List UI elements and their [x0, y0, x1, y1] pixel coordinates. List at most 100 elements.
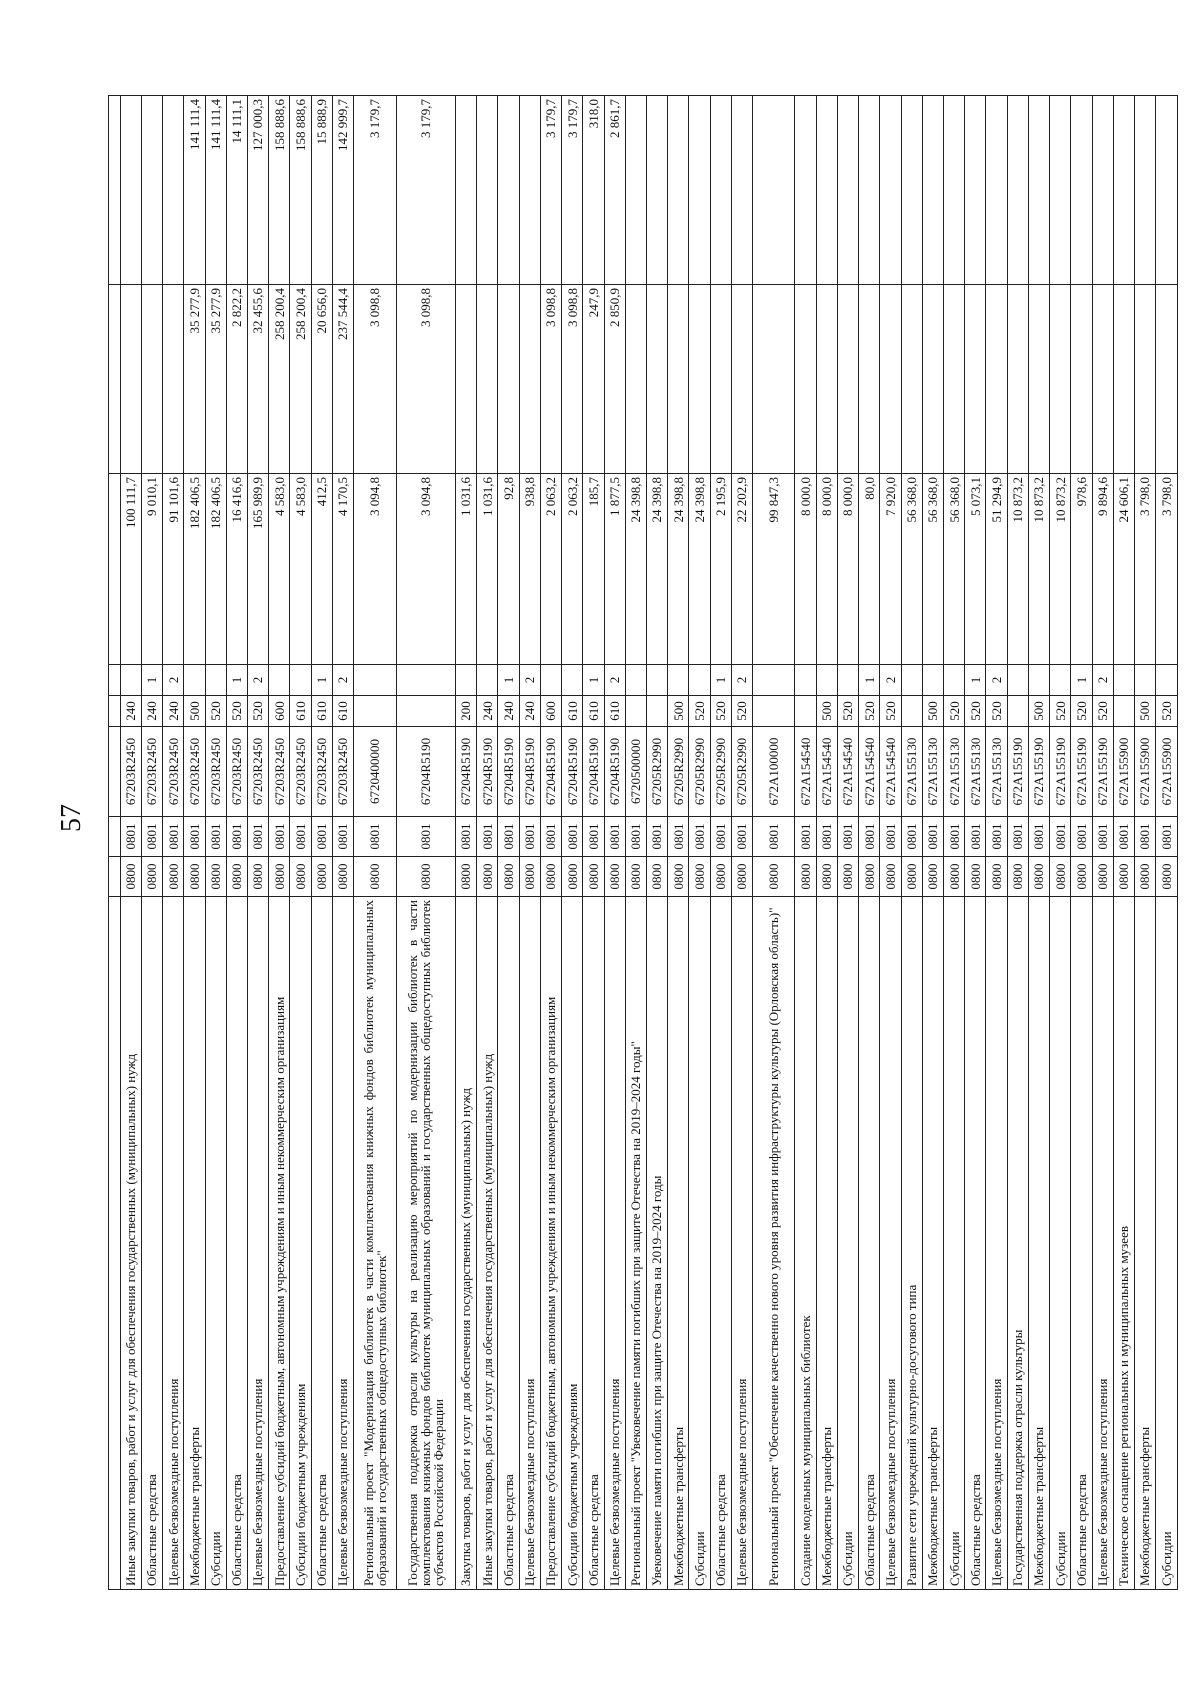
- row-name: Субсидии бюджетным учреждениям: [289, 896, 312, 1590]
- row-name: Предоставление субсидий бюджетным, автон…: [268, 896, 290, 1590]
- amount-year-3: [731, 95, 753, 285]
- funding-source-code: 2: [162, 664, 184, 696]
- funding-source-code: 1: [226, 664, 248, 696]
- amount-year-1: 99 847,3: [752, 473, 795, 665]
- amount-year-2: [646, 284, 668, 474]
- amount-year-1: 24 398,8: [688, 473, 711, 665]
- funding-source-code: [688, 664, 711, 696]
- amount-year-1: 10 873,2: [1049, 473, 1071, 665]
- target-article-code: 67204R5190: [540, 726, 562, 817]
- target-article-code: 672A155130: [943, 726, 965, 817]
- amount-year-3: [646, 95, 668, 285]
- funding-source-code: [794, 664, 817, 696]
- subsection-code: 0801: [646, 816, 668, 857]
- target-article-code: 67203R2450: [311, 726, 333, 817]
- expense-type-code: 520: [688, 695, 711, 727]
- amount-year-1: 8 000,0: [816, 473, 838, 665]
- amount-year-2: 3 098,8: [353, 284, 397, 474]
- table-header-row: [108, 95, 121, 1590]
- table-row: Иные закупки товаров, работ и услуг для …: [476, 95, 498, 1590]
- subsection-code: 0801: [943, 816, 965, 857]
- funding-source-code: [1028, 664, 1050, 696]
- amount-year-2: 258 200,4: [268, 284, 290, 474]
- amount-year-1: 2 063,2: [540, 473, 562, 665]
- amount-year-2: 2 850,9: [604, 284, 626, 474]
- section-code: 0800: [816, 856, 838, 897]
- row-name: Целевые безвозмездные поступления: [731, 896, 753, 1590]
- section-code: 0800: [1134, 856, 1156, 897]
- amount-year-1: 56 368,0: [943, 473, 965, 665]
- amount-year-1: 3 094,8: [396, 473, 456, 665]
- section-code: 0800: [964, 856, 986, 897]
- expense-type-code: [625, 695, 647, 727]
- section-code: 0800: [1070, 856, 1093, 897]
- row-name: Техническое оснащение региональных и мун…: [1113, 896, 1135, 1590]
- expense-type-code: 520: [205, 695, 227, 727]
- amount-year-1: 91 101,6: [162, 473, 184, 665]
- amount-year-1: 1 877,5: [604, 473, 626, 665]
- amount-year-3: [455, 95, 477, 285]
- header-cell: [108, 664, 121, 696]
- table-row: Развитие сети учреждений культурно-досуг…: [901, 95, 923, 1590]
- subsection-code: 0801: [289, 816, 312, 857]
- row-name: Региональный проект "Увековечение памяти…: [625, 896, 647, 1590]
- subsection-code: 0801: [816, 816, 838, 857]
- header-cell: [108, 695, 121, 727]
- target-article-code: 672A155900: [1113, 726, 1135, 817]
- funding-source-code: 2: [332, 664, 354, 696]
- section-code: 0800: [455, 856, 477, 897]
- section-code: 0800: [1007, 856, 1029, 897]
- subsection-code: 0801: [396, 816, 456, 857]
- funding-source-code: [646, 664, 668, 696]
- amount-year-3: 158 888,6: [289, 95, 312, 285]
- expense-type-code: 500: [183, 695, 206, 727]
- expense-type-code: 520: [879, 695, 902, 727]
- expense-type-code: 520: [837, 695, 859, 727]
- amount-year-2: [1155, 284, 1178, 474]
- target-article-code: 67203R2450: [183, 726, 206, 817]
- amount-year-1: 3 798,0: [1134, 473, 1156, 665]
- section-code: 0800: [794, 856, 817, 897]
- amount-year-3: 141 111,4: [205, 95, 227, 285]
- table-row: Региональный проект "Модернизация библио…: [353, 95, 397, 1590]
- section-code: 0800: [604, 856, 626, 897]
- amount-year-1: 1 031,6: [455, 473, 477, 665]
- expense-type-code: 240: [141, 695, 163, 727]
- expense-type-code: [752, 695, 795, 727]
- header-cell: [108, 284, 121, 474]
- expense-type-code: 500: [922, 695, 944, 727]
- amount-year-1: 10 873,2: [1028, 473, 1050, 665]
- expense-type-code: 600: [540, 695, 562, 727]
- funding-source-code: [476, 664, 498, 696]
- section-code: 0800: [922, 856, 944, 897]
- expense-type-code: [646, 695, 668, 727]
- target-article-code: 672A155190: [1007, 726, 1029, 817]
- target-article-code: 67203R2450: [205, 726, 227, 817]
- target-article-code: 672A155190: [1049, 726, 1071, 817]
- funding-source-code: [561, 664, 583, 696]
- table-row: Увековечение памяти погибших при защите …: [646, 95, 668, 1590]
- amount-year-2: [964, 284, 986, 474]
- amount-year-2: [710, 284, 732, 474]
- funding-source-code: 2: [985, 664, 1008, 696]
- section-code: 0800: [205, 856, 227, 897]
- subsection-code: 0801: [311, 816, 333, 857]
- header-cell: [108, 856, 121, 897]
- amount-year-3: [1092, 95, 1114, 285]
- table-row: Государственная поддержка отрасли культу…: [396, 95, 456, 1590]
- subsection-code: 0801: [879, 816, 902, 857]
- expense-type-code: [794, 695, 817, 727]
- header-cell: [108, 95, 121, 285]
- amount-year-2: [858, 284, 880, 474]
- amount-year-3: [1155, 95, 1178, 285]
- amount-year-1: 10 873,2: [1007, 473, 1029, 665]
- row-name: Целевые безвозмездные поступления: [604, 896, 626, 1590]
- amount-year-2: [667, 284, 689, 474]
